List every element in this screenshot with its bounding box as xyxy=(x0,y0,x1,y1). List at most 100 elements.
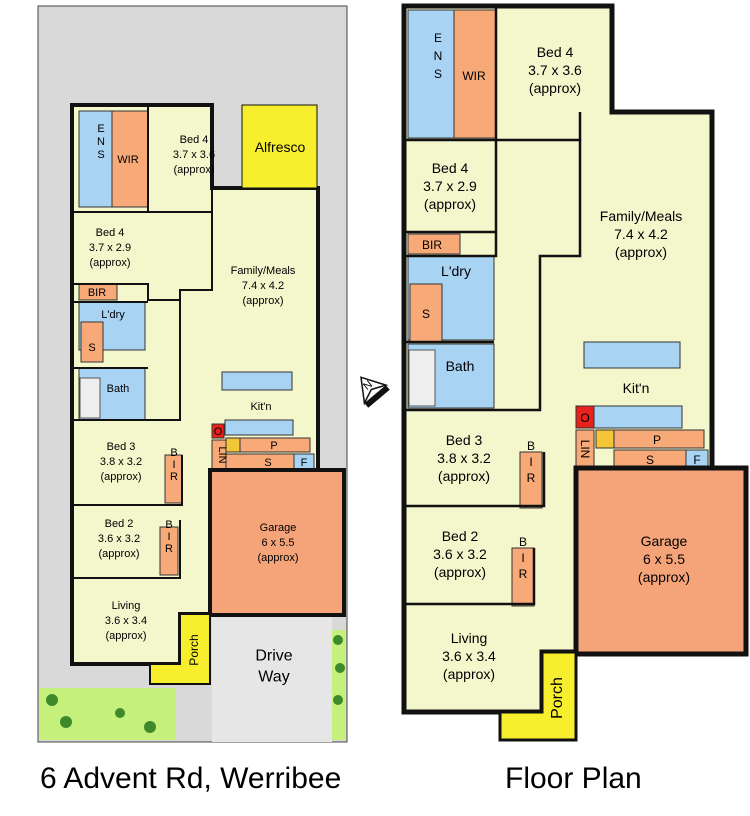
fp-living-name: Living xyxy=(451,630,488,646)
site-bir-top-label: BIR xyxy=(88,287,106,299)
fp-porch-area xyxy=(498,650,578,742)
fp-bed4-second-approx: (approx) xyxy=(424,196,476,212)
fp-bed4-second-name: Bed 4 xyxy=(432,160,469,176)
fp-family-dims: 7.4 x 4.2 xyxy=(614,226,668,242)
site-bed3-name: Bed 3 xyxy=(107,441,136,453)
fp-kitchen-bench xyxy=(593,405,683,429)
floor-plan xyxy=(401,3,749,742)
fp-bed4-main-approx: (approx) xyxy=(529,80,581,96)
site-laundry-label: L'dry xyxy=(101,309,125,321)
garage-area xyxy=(208,468,346,617)
fp-kitchen-island xyxy=(583,341,681,369)
fp-oven-area xyxy=(575,405,595,429)
fp-bir-top-area xyxy=(407,233,461,255)
site-family-approx: (approx) xyxy=(243,295,284,307)
fp-garage-approx: (approx) xyxy=(638,569,690,585)
fp-bed2-name: Bed 2 xyxy=(442,528,479,544)
site-living-name: Living xyxy=(112,600,141,612)
fp-living-approx: (approx) xyxy=(443,666,495,682)
site-s-pantry-label: S xyxy=(264,457,271,469)
site-living-approx: (approx) xyxy=(106,630,147,642)
s-cupboard-area xyxy=(80,321,104,363)
fp-living-dims: 3.6 x 3.4 xyxy=(442,648,496,664)
site-bed4-main-approx: (approx) xyxy=(174,164,215,176)
bathtub xyxy=(79,377,101,419)
fp-bir-bed3-area xyxy=(519,451,543,509)
site-wir-label: WIR xyxy=(117,154,138,166)
site-bed2-dims: 3.6 x 3.2 xyxy=(98,533,140,545)
porch-area xyxy=(149,613,211,685)
fp-bed3-name: Bed 3 xyxy=(446,432,483,448)
fp-garage-area xyxy=(573,465,749,657)
fp-bed2-approx: (approx) xyxy=(434,564,486,580)
fp-interior-walls xyxy=(404,6,582,606)
site-bed2-approx: (approx) xyxy=(99,548,140,560)
north-arrow-icon: N xyxy=(360,376,390,408)
fp-garage-dims: 6 x 5.5 xyxy=(643,551,685,567)
site-f-label: F xyxy=(301,457,308,469)
fp-garage-name: Garage xyxy=(641,533,688,549)
site-bed3-dims: 3.8 x 3.2 xyxy=(100,456,142,468)
fp-o-label: O xyxy=(580,411,589,425)
fp-gold-cupboard xyxy=(595,429,615,449)
site-p-label: P xyxy=(270,440,277,452)
fp-laundry-label: L'dry xyxy=(441,263,471,279)
ensuite-area xyxy=(78,110,113,208)
fp-f-label: F xyxy=(693,453,700,467)
floor-plan-caption: Floor Plan xyxy=(505,762,642,795)
site-bed3-approx: (approx) xyxy=(101,471,142,483)
p-area xyxy=(239,437,311,453)
fp-bed2-dims: 3.6 x 3.2 xyxy=(433,546,487,562)
site-bed4-second-approx: (approx) xyxy=(90,257,131,269)
fp-bir-top-label: BIR xyxy=(422,238,442,252)
site-family-dims: 7.4 x 4.2 xyxy=(242,280,284,292)
s-pantry-area xyxy=(225,453,295,471)
fp-bathtub xyxy=(408,349,436,407)
alfresco-area xyxy=(241,104,318,189)
site-garage-name: Garage xyxy=(260,522,297,534)
shrubs xyxy=(46,635,345,733)
site-bed4-main-dims: 3.7 x 3.6 xyxy=(173,149,215,161)
site-porch-label: Porch xyxy=(187,634,201,665)
site-garage-approx: (approx) xyxy=(258,552,299,564)
fp-wir-label: WIR xyxy=(462,69,486,83)
site-lin-label: LIN xyxy=(216,446,228,463)
kitchen-bench xyxy=(224,419,294,436)
site-bed4-second-dims: 3.7 x 2.9 xyxy=(89,242,131,254)
fp-bath-label: Bath xyxy=(446,358,475,374)
fp-porch-label: Porch xyxy=(549,677,566,719)
site-bed4-main-name: Bed 4 xyxy=(180,134,209,146)
fp-family-approx: (approx) xyxy=(615,244,667,260)
kitchen-island xyxy=(221,371,293,391)
interior-walls xyxy=(72,105,213,579)
oven-area xyxy=(211,423,225,439)
fp-bed4-second-dims: 3.7 x 2.9 xyxy=(423,178,477,194)
fp-bed3-dims: 3.8 x 3.2 xyxy=(437,450,491,466)
fp-bed3-approx: (approx) xyxy=(438,468,490,484)
fp-p-area xyxy=(613,429,705,449)
fp-s-cupboard-area xyxy=(409,283,443,343)
site-bed2-name: Bed 2 xyxy=(105,518,134,530)
fp-kitchen-label: Kit'n xyxy=(623,380,650,396)
site-living-dims: 3.6 x 3.4 xyxy=(105,615,147,627)
site-garage-dims: 6 x 5.5 xyxy=(261,537,294,549)
site-bath-label: Bath xyxy=(107,383,130,395)
fp-family-name: Family/Meals xyxy=(600,208,682,224)
fp-bed4-main-dims: 3.7 x 3.6 xyxy=(528,62,582,78)
garden-bed xyxy=(40,688,176,740)
bir-bed2-area xyxy=(159,526,179,576)
garden-strip xyxy=(332,630,346,740)
site-bed4-second-name: Bed 4 xyxy=(96,227,125,239)
site-kitchen-label: Kit'n xyxy=(250,401,271,413)
fp-ensuite-area xyxy=(407,9,455,139)
